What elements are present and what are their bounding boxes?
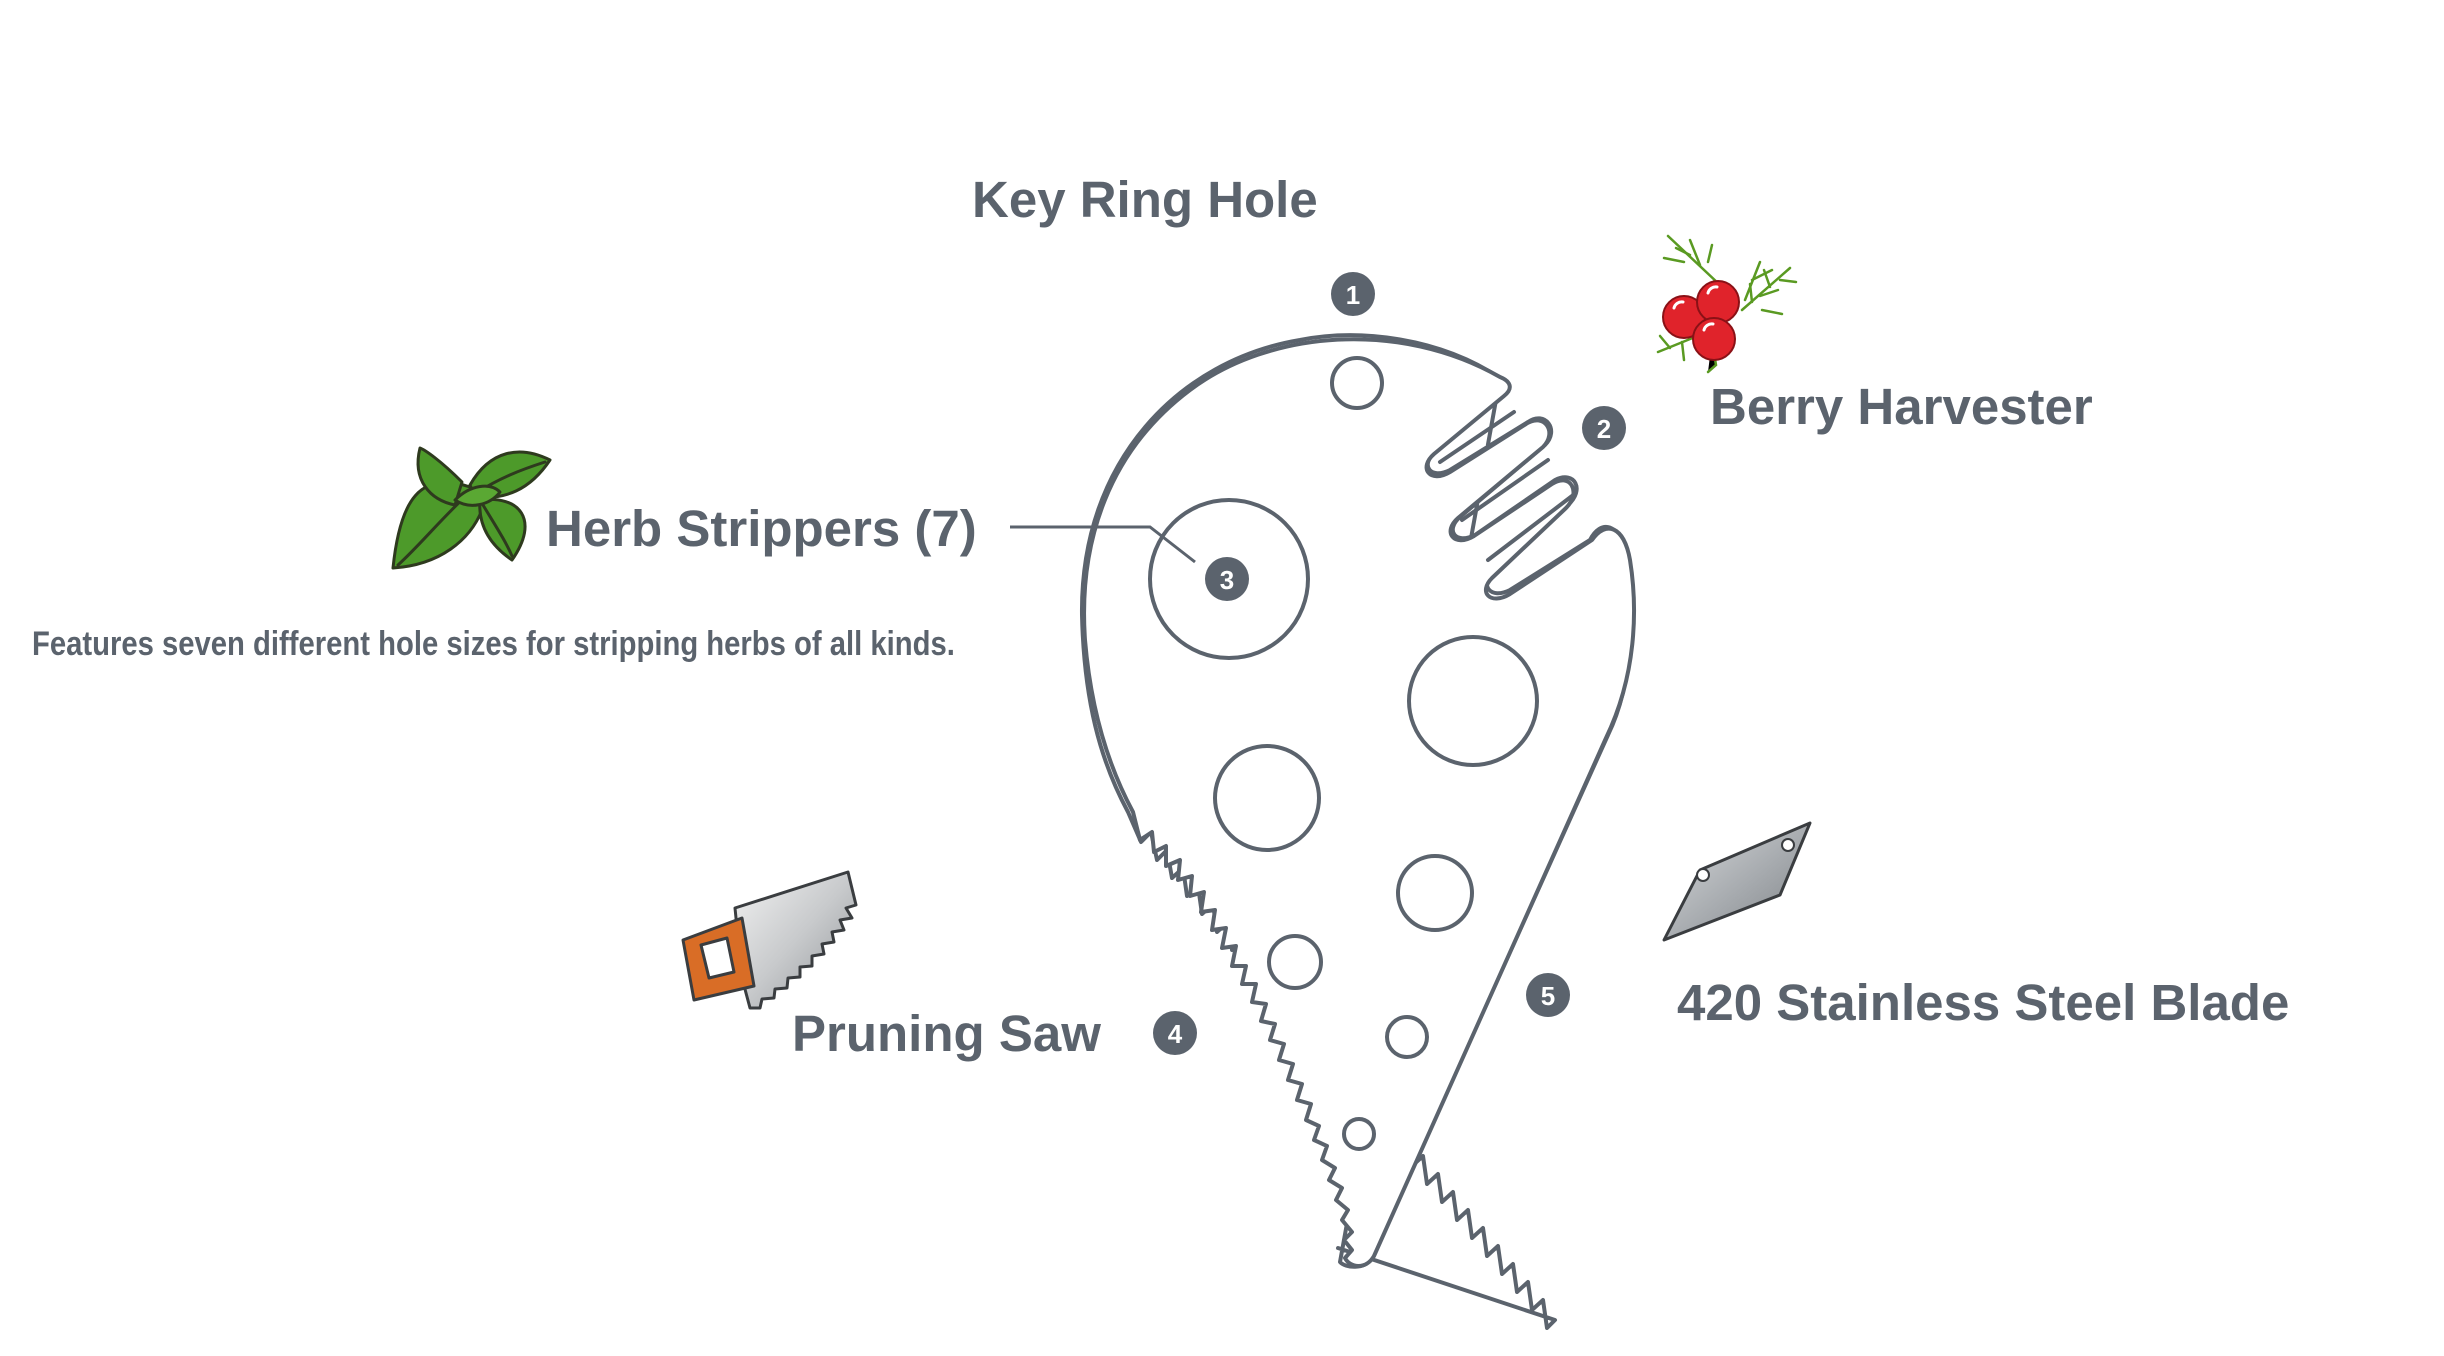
hand-saw-icon bbox=[681, 870, 858, 1010]
blade-label: 420 Stainless Steel Blade bbox=[1677, 974, 2290, 1031]
key-ring-hole-label: Key Ring Hole bbox=[972, 171, 1318, 228]
herb-hole-2 bbox=[1407, 635, 1539, 767]
herb-hole-4 bbox=[1396, 854, 1474, 932]
marker-3: 3 bbox=[1205, 557, 1249, 601]
marker-4-text: 4 bbox=[1168, 1019, 1183, 1049]
marker-2: 2 bbox=[1582, 406, 1626, 450]
herb-leader-line bbox=[1010, 525, 1196, 564]
herb-hole-1 bbox=[1148, 498, 1310, 660]
basil-leaf-icon bbox=[391, 446, 552, 570]
pruning-saw-label: Pruning Saw bbox=[792, 1005, 1101, 1062]
herb-hole-3 bbox=[1213, 744, 1321, 852]
utility-blade-icon bbox=[1662, 821, 1812, 942]
herb-hole-7 bbox=[1342, 1117, 1376, 1151]
herb-hole-5 bbox=[1267, 934, 1323, 990]
marker-2-text: 2 bbox=[1597, 414, 1611, 444]
herb-strippers-label: Herb Strippers (7) bbox=[546, 500, 977, 557]
marker-1-text: 1 bbox=[1346, 280, 1360, 310]
berries-icon bbox=[1656, 234, 1798, 374]
berry-harvester-label: Berry Harvester bbox=[1710, 378, 2093, 435]
herb-description: Features seven different hole sizes for … bbox=[32, 625, 955, 663]
marker-1: 1 bbox=[1331, 272, 1375, 316]
herb-hole-6 bbox=[1385, 1015, 1429, 1059]
marker-4: 4 bbox=[1153, 1011, 1197, 1055]
tool-holes bbox=[1148, 356, 1539, 1151]
tool-outline-clean bbox=[1082, 337, 1636, 1268]
marker-5-text: 5 bbox=[1541, 981, 1555, 1011]
marker-5: 5 bbox=[1526, 973, 1570, 1017]
key-ring-hole bbox=[1330, 356, 1384, 410]
marker-3-text: 3 bbox=[1220, 565, 1234, 595]
